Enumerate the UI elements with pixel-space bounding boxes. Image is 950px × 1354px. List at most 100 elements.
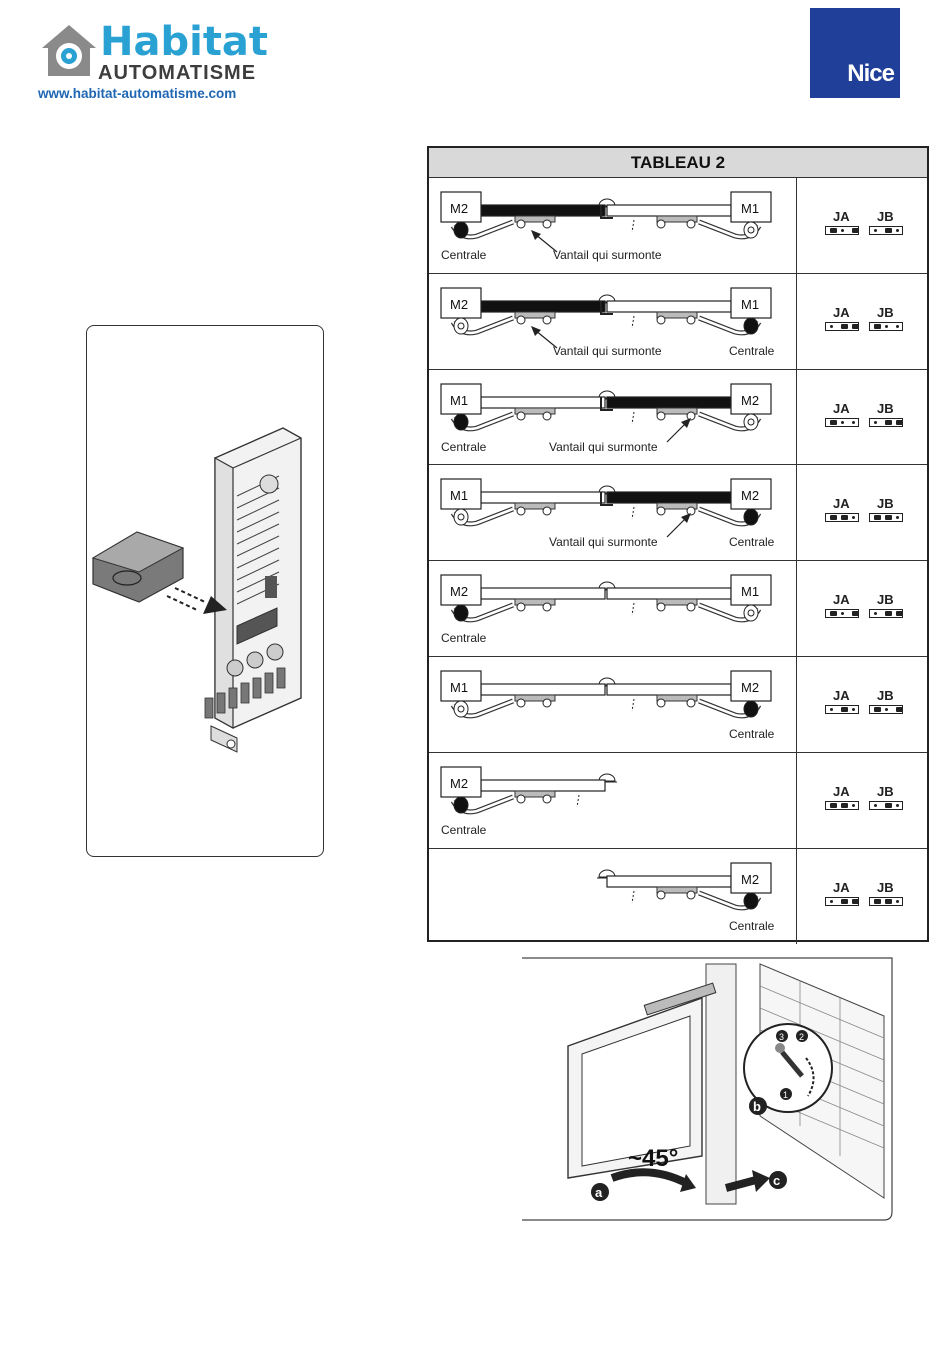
jumper-settings: JA JB — [797, 657, 929, 752]
motor-label-left: M2 — [450, 776, 468, 791]
centrale-label: Centrale — [441, 631, 487, 645]
jumper-b-label: JB — [877, 209, 894, 224]
nice-logo: Nice — [810, 8, 900, 98]
motor-label-right: M2 — [741, 488, 759, 503]
motor-label-right: M1 — [741, 201, 759, 216]
jumper-b-block — [869, 226, 903, 235]
motor-label-right: M2 — [741, 872, 759, 887]
centrale-label: Centrale — [729, 919, 775, 933]
jumper-b-label: JB — [877, 400, 894, 416]
jumper-settings: JA JB — [797, 274, 929, 369]
motor-label-left: M2 — [450, 201, 468, 216]
jumper-b-block — [869, 321, 903, 331]
jumper-a-block — [825, 417, 859, 427]
jumper-a-label: JA — [833, 879, 850, 895]
jumper-a-block — [825, 321, 859, 331]
gate-release-figure: 2 3 1 b a ~45° c — [520, 956, 894, 1222]
jumper-a-block — [825, 705, 859, 714]
jumper-settings: JA JB — [797, 178, 929, 273]
svg-text:3: 3 — [779, 1032, 784, 1042]
centrale-label: Centrale — [441, 823, 487, 837]
jumper-b-label: JB — [877, 879, 894, 895]
control-unit-illustration — [91, 427, 302, 753]
house-gear-icon — [42, 25, 96, 76]
svg-text:1: 1 — [783, 1090, 788, 1100]
jumper-a-label: JA — [833, 688, 850, 703]
jumper-b-block — [869, 800, 903, 810]
jumper-a-block — [825, 226, 859, 235]
jumper-settings: JA JB — [797, 465, 929, 560]
jumper-a-block — [825, 800, 859, 810]
motor-label-right: M2 — [741, 393, 759, 408]
habitat-logo: Habitat AUTOMATISME www.habitat-automati… — [36, 18, 276, 108]
jumper-b-block — [869, 896, 903, 906]
logo-subtitle: AUTOMATISME — [98, 62, 257, 84]
jumper-b-block — [869, 705, 903, 714]
jumper-b-label: JB — [877, 592, 894, 608]
jumper-b-label: JB — [877, 783, 894, 799]
logo-url: www.habitat-automatisme.com — [38, 86, 237, 101]
jumper-settings: JA JB — [797, 849, 929, 944]
jumper-b-block — [869, 609, 903, 619]
vantail-label: Vantail qui surmonte — [553, 248, 662, 262]
jumper-settings: JA JB — [797, 561, 929, 656]
centrale-label: Centrale — [729, 727, 775, 741]
gate-illustration: 2 3 1 b a ~45° c — [522, 957, 893, 1221]
marker-c: c — [773, 1173, 780, 1188]
nice-logo-text: Nice — [847, 60, 895, 87]
jumper-a-block — [825, 609, 859, 619]
motor-label-right: M2 — [741, 680, 759, 695]
motor-label-left: M2 — [450, 584, 468, 599]
centrale-label: Centrale — [729, 535, 775, 549]
motor-label-right: M1 — [741, 297, 759, 312]
logo-title: Habitat — [100, 19, 269, 65]
jumper-b-block — [869, 417, 903, 427]
marker-a: a — [595, 1185, 603, 1200]
angle-label: ~45° — [628, 1145, 678, 1172]
jumper-a-label: JA — [833, 209, 850, 224]
jumper-b-label: JB — [877, 688, 894, 703]
table-title: TABLEAU 2 — [429, 148, 927, 178]
jumper-settings: JA JB — [797, 370, 929, 465]
centrale-label: Centrale — [441, 248, 487, 262]
motor-label-right: M1 — [741, 584, 759, 599]
jumper-a-label: JA — [833, 592, 850, 608]
vantail-label: Vantail qui surmonte — [553, 344, 662, 358]
motor-label-left: M1 — [450, 393, 468, 408]
centrale-label: Centrale — [441, 440, 487, 454]
svg-text:2: 2 — [799, 1032, 804, 1042]
jumper-a-label: JA — [833, 304, 850, 320]
motor-label-left: M2 — [450, 297, 468, 312]
jumper-a-block — [825, 513, 859, 523]
jumper-a-label: JA — [833, 496, 850, 512]
jumper-b-label: JB — [877, 496, 894, 512]
motor-label-left: M1 — [450, 680, 468, 695]
jumper-b-label: JB — [877, 304, 894, 320]
jumper-a-block — [825, 896, 859, 906]
receiver-install-figure — [86, 325, 324, 857]
centrale-label: Centrale — [729, 344, 775, 358]
motor-label-left: M1 — [450, 488, 468, 503]
marker-b: b — [753, 1099, 761, 1114]
jumper-a-label: JA — [833, 400, 850, 416]
jumper-b-block — [869, 513, 903, 523]
vantail-label: Vantail qui surmonte — [549, 440, 658, 454]
